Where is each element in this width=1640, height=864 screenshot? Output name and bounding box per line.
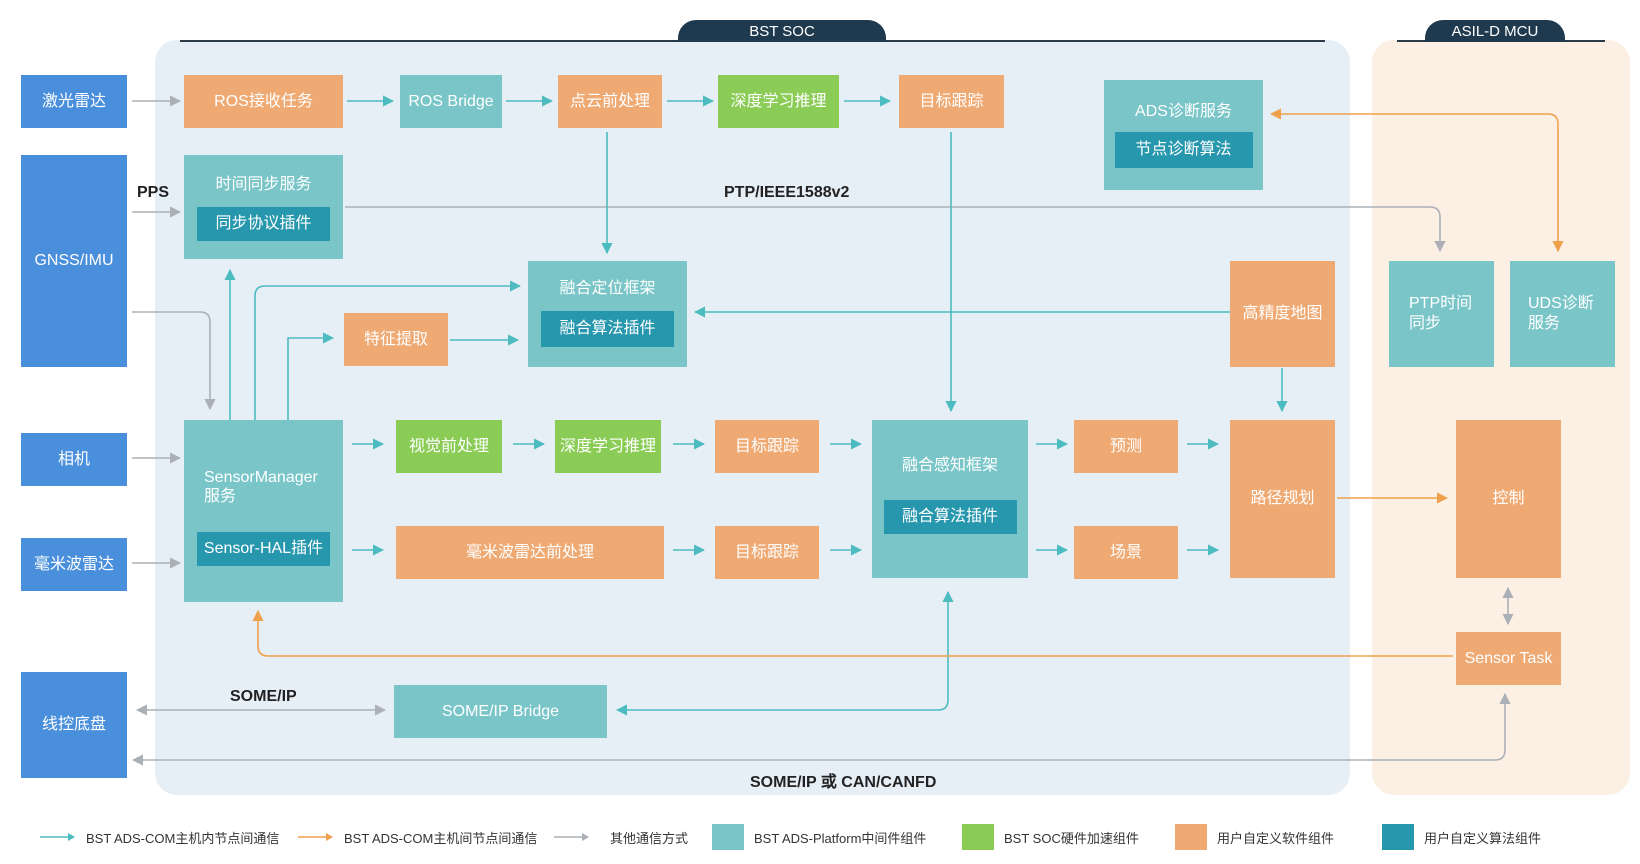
legend-grey-arrow-icon xyxy=(554,833,589,841)
arrow-can xyxy=(131,692,1511,766)
soc-label: BST SOC xyxy=(678,20,886,42)
fusion-localization-framework[interactable]: 融合定位框架 融合算法插件 xyxy=(528,261,687,367)
legend-item-platform: BST ADS-Platform中间件组件 xyxy=(712,822,926,852)
prediction[interactable]: 预测 xyxy=(1074,420,1178,473)
mcu-label: ASIL-D MCU xyxy=(1425,20,1565,42)
arrow-sm-feature xyxy=(287,332,335,421)
legend: BST ADS-COM主机内节点间通信 BST ADS-COM主机间节点间通信 … xyxy=(0,822,1640,852)
path-planning[interactable]: 路径规划 xyxy=(1230,420,1335,578)
gnss-imu-node[interactable]: GNSS/IMU xyxy=(21,155,127,367)
time-sync-service[interactable]: 时间同步服务 同步协议插件 xyxy=(184,155,343,259)
fusion-perception-framework[interactable]: 融合感知框架 融合算法插件 xyxy=(872,420,1028,578)
legend-swatch xyxy=(1382,824,1414,850)
node-diag-algo[interactable]: 节点诊断算法 xyxy=(1114,132,1253,168)
ptp-time-sync[interactable]: PTP时间 同步 xyxy=(1389,261,1494,367)
ptp-sync-line1: PTP时间 xyxy=(1409,295,1473,312)
legend-label: BST ADS-COM主机间节点间通信 xyxy=(344,830,538,846)
legend-swatch xyxy=(962,824,994,850)
legend-swatch xyxy=(1175,824,1207,850)
legend-teal-arrow-icon xyxy=(40,833,75,841)
fusion-algo-plugin-loc[interactable]: 融合算法插件 xyxy=(541,311,674,347)
ptp-label: PTP/IEEE1588v2 xyxy=(724,184,850,201)
radar-node[interactable]: 毫米波雷达 xyxy=(21,538,127,591)
sensor-manager-label: SensorManager 服务 xyxy=(204,468,318,506)
lidar-node[interactable]: 激光雷达 xyxy=(21,75,127,128)
legend-item-intra-host: BST ADS-COM主机内节点间通信 xyxy=(40,822,279,852)
vision-preprocess[interactable]: 视觉前处理 xyxy=(396,420,502,473)
someip-label: SOME/IP xyxy=(230,688,297,705)
scene[interactable]: 场景 xyxy=(1074,526,1178,579)
sensor-manager-line1: SensorManager xyxy=(204,469,318,486)
object-tracking-top[interactable]: 目标跟踪 xyxy=(899,75,1004,128)
arrow-gnss-sensormanager xyxy=(132,311,216,411)
ptp-sync-line2: 同步 xyxy=(1409,315,1442,332)
deep-learning-infer-mid[interactable]: 深度学习推理 xyxy=(555,420,661,473)
legend-label: BST ADS-Platform中间件组件 xyxy=(754,830,927,846)
deep-learning-infer-top[interactable]: 深度学习推理 xyxy=(718,75,839,128)
object-tracking-radar[interactable]: 目标跟踪 xyxy=(715,526,819,579)
ads-diag-service[interactable]: ADS诊断服务 节点诊断算法 xyxy=(1104,80,1263,190)
someip-can-label: SOME/IP 或 CAN/CANFD xyxy=(750,774,937,791)
legend-label: BST SOC硬件加速组件 xyxy=(1004,830,1139,846)
time-sync-label: 时间同步服务 xyxy=(215,176,312,193)
feature-extraction[interactable]: 特征提取 xyxy=(344,313,448,366)
radar-preprocess[interactable]: 毫米波雷达前处理 xyxy=(396,526,664,579)
chassis-node[interactable]: 线控底盘 xyxy=(21,672,127,778)
ros-receive-task[interactable]: ROS接收任务 xyxy=(184,75,343,128)
point-cloud-preprocess[interactable]: 点云前处理 xyxy=(558,75,662,128)
hd-map[interactable]: 高精度地图 xyxy=(1230,261,1335,367)
legend-orange-arrow-icon xyxy=(298,833,333,841)
legend-label: BST ADS-COM主机内节点间通信 xyxy=(86,830,280,846)
legend-item-inter-host: BST ADS-COM主机间节点间通信 xyxy=(298,822,537,852)
sensor-task[interactable]: Sensor Task xyxy=(1456,632,1561,685)
someip-bridge[interactable]: SOME/IP Bridge xyxy=(394,685,607,738)
legend-item-user-software: 用户自定义软件组件 xyxy=(1175,822,1334,852)
arrow-fusionperc-bridge xyxy=(615,590,954,716)
sensor-manager-service[interactable]: SensorManager 服务 Sensor-HAL插件 xyxy=(184,420,343,602)
sensor-hal-plugin[interactable]: Sensor-HAL插件 xyxy=(197,532,330,566)
ros-bridge[interactable]: ROS Bridge xyxy=(400,75,502,128)
camera-node[interactable]: 相机 xyxy=(21,433,127,486)
arrow-adsdiag-uds xyxy=(1269,108,1564,253)
uds-diag-service[interactable]: UDS诊断 服务 xyxy=(1510,261,1615,367)
fusion-loc-label: 融合定位框架 xyxy=(559,280,656,297)
fusion-perc-label: 融合感知框架 xyxy=(901,457,998,474)
uds-diag-line2: 服务 xyxy=(1528,315,1561,332)
legend-item-user-algo: 用户自定义算法组件 xyxy=(1382,822,1541,852)
legend-item-other: 其他通信方式 xyxy=(554,822,688,852)
arrow-sensortask-sm xyxy=(252,609,1453,657)
legend-label: 其他通信方式 xyxy=(610,830,689,846)
sensor-manager-line2: 服务 xyxy=(204,488,237,505)
fusion-algo-plugin-perc[interactable]: 融合算法插件 xyxy=(883,500,1017,534)
legend-label: 用户自定义软件组件 xyxy=(1217,830,1335,846)
ads-diag-label: ADS诊断服务 xyxy=(1135,103,1232,120)
legend-swatch xyxy=(712,824,744,850)
sync-protocol-plugin[interactable]: 同步协议插件 xyxy=(197,207,330,241)
object-tracking-mid[interactable]: 目标跟踪 xyxy=(715,420,819,473)
legend-item-hardware: BST SOC硬件加速组件 xyxy=(962,822,1139,852)
arrow-ptp xyxy=(345,206,1446,253)
arrow-sm-fusionloc xyxy=(254,280,522,421)
uds-diag-line1: UDS诊断 xyxy=(1528,295,1594,312)
pps-label: PPS xyxy=(137,184,170,201)
control[interactable]: 控制 xyxy=(1456,420,1561,578)
legend-label: 用户自定义算法组件 xyxy=(1424,830,1542,846)
